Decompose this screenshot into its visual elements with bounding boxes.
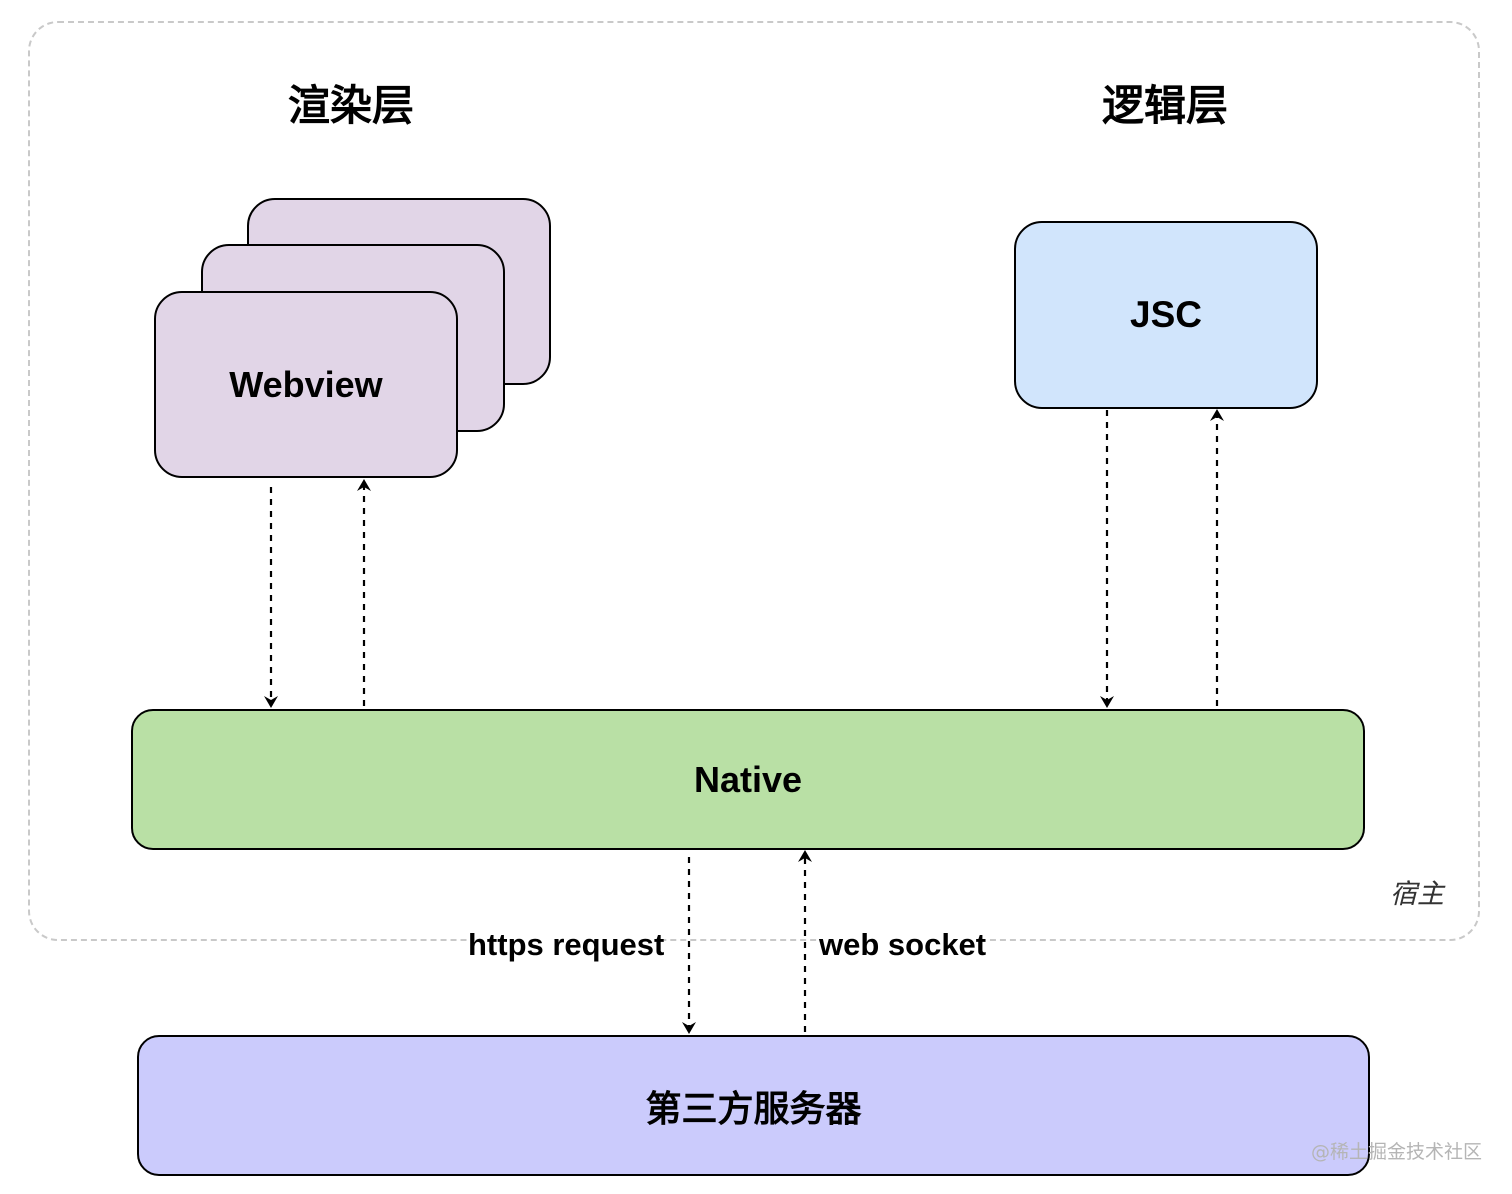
- jsc-label: JSC: [1130, 294, 1202, 335]
- logic-layer-title: 逻辑层: [1101, 81, 1228, 130]
- third-party-server-box: 第三方服务器: [137, 1035, 1370, 1176]
- https-request-label: https request: [468, 925, 665, 965]
- native-label: Native: [693, 758, 803, 800]
- watermark: @稀土掘金技术社区: [1310, 1141, 1482, 1163]
- host-container: [28, 21, 1480, 941]
- webview-label: Webview: [229, 363, 383, 405]
- native-box: Native: [131, 709, 1365, 850]
- third-party-server-label: 第三方服务器: [645, 1088, 862, 1130]
- webview-box: Webview: [154, 291, 458, 478]
- web-socket-label: web socket: [819, 925, 987, 965]
- jsc-box: JSC: [1014, 221, 1318, 409]
- host-label: 宿主: [1390, 879, 1444, 910]
- render-layer-title: 渲染层: [287, 81, 414, 130]
